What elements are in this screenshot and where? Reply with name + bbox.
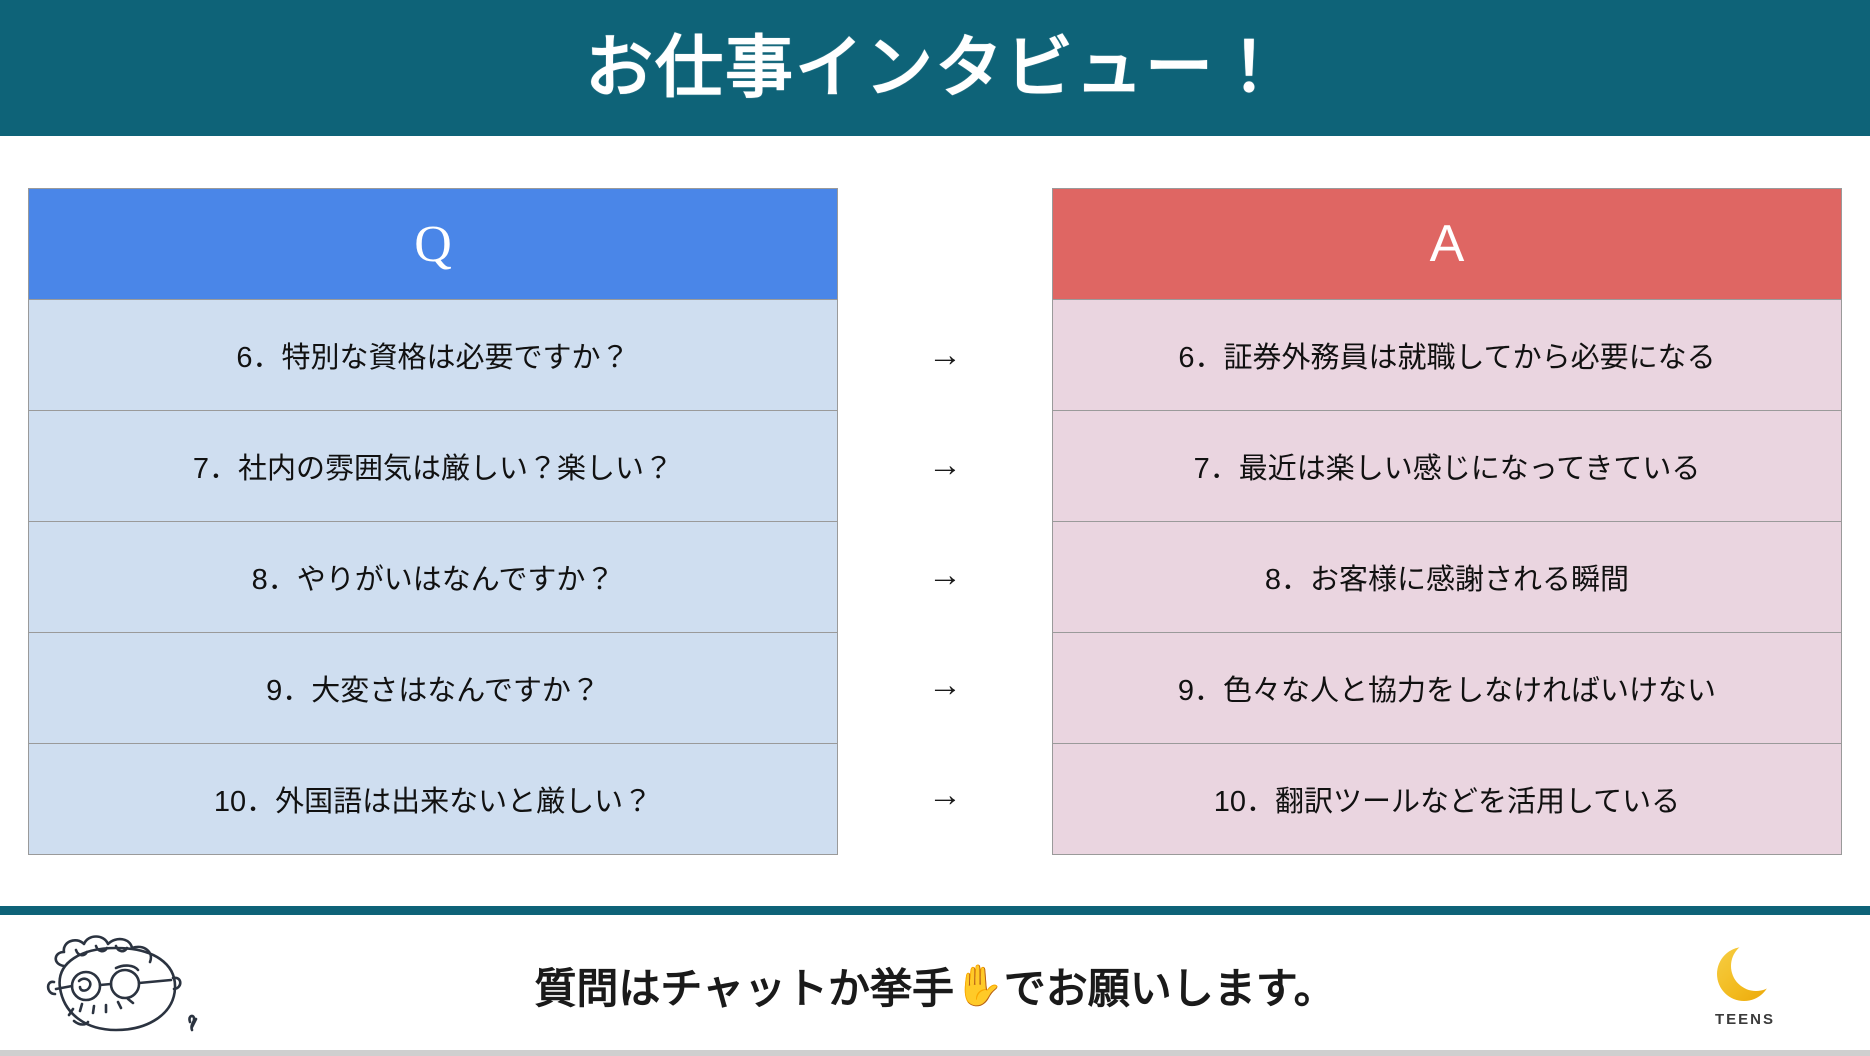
question-cell-6: 6．特別な資格は必要ですか？ [28, 299, 838, 411]
arrow-icon-9: → [928, 666, 962, 704]
page-title: お仕事インタビュー！ [584, 30, 1285, 106]
arrow-icon-7: → [928, 446, 962, 484]
table-row: 9．色々な人と協力をしなければいけない [1052, 632, 1842, 744]
answer-column-header: A [1052, 188, 1842, 300]
answer-cell-7: 7．最近は楽しい感じになってきている [1052, 410, 1842, 522]
raised-hand-icon: ✋ [953, 963, 1004, 1008]
table-row: 8．やりがいはなんですか？ [28, 521, 838, 633]
crescent-moon-icon [1710, 943, 1780, 1009]
footer-message-before: 質問はチャットか挙手 [534, 965, 954, 1012]
table-row: 6．特別な資格は必要ですか？ [28, 299, 838, 411]
table-row: 6．証券外務員は就職してから必要になる [1052, 299, 1842, 411]
table-row: 9．大変さはなんですか？ [28, 632, 838, 744]
question-cell-9: 9．大変さはなんですか？ [28, 632, 838, 744]
question-column: Q 6．特別な資格は必要ですか？ 7．社内の雰囲気は厳しい？楽しい？ 8．やりが… [28, 188, 838, 855]
table-row: 7．社内の雰囲気は厳しい？楽しい？ [28, 410, 838, 522]
arrow-icon-10: → [928, 776, 962, 814]
title-band: お仕事インタビュー！ [0, 0, 1870, 136]
table-row: 10．翻訳ツールなどを活用している [1052, 743, 1842, 855]
arrow-icon-8: → [928, 556, 962, 594]
table-row: 7．最近は楽しい感じになってきている [1052, 410, 1842, 522]
footer-message: 質問はチャットか挙手✋でお願いします。 [250, 955, 1620, 1016]
footer-divider [0, 906, 1870, 915]
teens-logo: TEENS [1620, 943, 1870, 1028]
qa-area: Q 6．特別な資格は必要ですか？ 7．社内の雰囲気は厳しい？楽しい？ 8．やりが… [0, 136, 1870, 884]
footer-bottom-edge [0, 1050, 1870, 1056]
arrow-icon-6: → [928, 336, 962, 374]
answer-table: A 6．証券外務員は就職してから必要になる 7．最近は楽しい感じになってきている… [1052, 188, 1842, 855]
teens-logo-word: TEENS [1714, 1011, 1775, 1028]
arrow-column-spacer [838, 188, 1052, 300]
question-cell-7: 7．社内の雰囲気は厳しい？楽しい？ [28, 410, 838, 522]
table-header-row: A [1052, 188, 1842, 300]
footer-message-after: でお願いします。 [1003, 965, 1336, 1012]
answer-cell-10: 10．翻訳ツールなどを活用している [1052, 743, 1842, 855]
question-column-header: Q [28, 188, 838, 300]
question-cell-10: 10．外国語は出来ないと厳しい？ [28, 743, 838, 855]
table-row: 8．お客様に感謝される瞬間 [1052, 521, 1842, 633]
question-cell-8: 8．やりがいはなんですか？ [28, 521, 838, 633]
question-table: Q 6．特別な資格は必要ですか？ 7．社内の雰囲気は厳しい？楽しい？ 8．やりが… [28, 188, 838, 855]
table-header-row: Q [28, 188, 838, 300]
answer-cell-8: 8．お客様に感謝される瞬間 [1052, 521, 1842, 633]
table-row: 10．外国語は出来ないと厳しい？ [28, 743, 838, 855]
footer: 質問はチャットか挙手✋でお願いします。 [0, 915, 1870, 1056]
doodle-face-icon [0, 926, 250, 1046]
answer-cell-6: 6．証券外務員は就職してから必要になる [1052, 299, 1842, 411]
answer-cell-9: 9．色々な人と協力をしなければいけない [1052, 632, 1842, 744]
answer-column: A 6．証券外務員は就職してから必要になる 7．最近は楽しい感じになってきている… [1052, 188, 1842, 855]
arrow-column: → → → → → [838, 188, 1052, 850]
